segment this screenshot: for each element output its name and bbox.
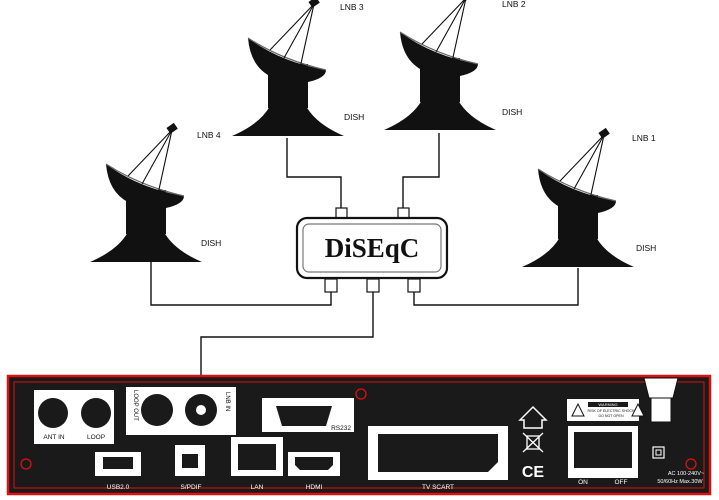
- dish-label: DISH: [636, 243, 656, 253]
- dish-lnb-2: LNB 2 DISH: [383, 0, 526, 131]
- power-rating-line-2: 50/60Hz Max.30W: [657, 479, 703, 485]
- lnb-label: LNB 3: [340, 2, 364, 12]
- tv-scart-port[interactable]: [378, 434, 498, 472]
- usb-port[interactable]: [103, 457, 133, 469]
- diseqc-switch: DiSEqC: [295, 207, 449, 293]
- warning-label: WARNING RISK OF ELECTRIC SHOCK DO NOT OP…: [567, 399, 645, 421]
- satellite-dish-icon: [383, 0, 497, 131]
- satellite-dish-icon: [521, 127, 635, 268]
- power-switch[interactable]: [574, 432, 632, 468]
- warning-triangle-icon: [571, 402, 585, 417]
- cable-lnb3-to-switch: [286, 138, 342, 210]
- power-switch-block: ON OFF: [568, 426, 638, 486]
- dish-lnb-1: LNB 1 DISH: [521, 127, 656, 268]
- cables: [150, 133, 579, 410]
- ant-in-connector[interactable]: [38, 398, 68, 428]
- screw-icon: [685, 458, 697, 470]
- lnb-label: LNB 1: [632, 133, 656, 143]
- lan-label: LAN: [251, 484, 264, 491]
- lnb-label: LNB 2: [502, 0, 526, 9]
- sat-block: LOOP OUT LNB IN: [126, 387, 236, 435]
- power-off-label: OFF: [615, 479, 628, 486]
- home-indoor-icon: [518, 405, 548, 429]
- warning-title: WARNING: [598, 402, 617, 407]
- receiver-back-panel: ANT IN LOOP LOOP OUT LNB IN RS232 USB2.0: [6, 374, 712, 496]
- warning-line-2: DO NOT OPEN: [598, 414, 623, 418]
- rs232-block: RS232: [262, 398, 354, 432]
- power-rating-line-1: AC 100-240V~: [668, 471, 704, 477]
- dish-lnb-4: LNB 4 DISH: [89, 122, 221, 263]
- spdif-block: S/PDIF: [175, 445, 205, 491]
- ant-in-label: ANT IN: [43, 434, 64, 441]
- screw-icon: [355, 388, 367, 400]
- rf-block: ANT IN LOOP: [34, 390, 114, 444]
- dish-label: DISH: [201, 238, 221, 248]
- hdmi-port[interactable]: [295, 457, 333, 470]
- spdif-label: S/PDIF: [181, 484, 202, 491]
- satellite-dish-icon: [89, 122, 203, 263]
- lnb-in-label: LNB IN: [224, 392, 230, 411]
- usb-block: USB2.0: [95, 452, 141, 491]
- warning-line-1: RISK OF ELECTRIC SHOCK: [588, 409, 636, 413]
- loop-connector[interactable]: [81, 398, 111, 428]
- loop-out-connector[interactable]: [141, 394, 173, 426]
- cable-switch-to-lnb-in: [200, 290, 374, 410]
- switch-body: [295, 216, 449, 280]
- loop-out-label: LOOP OUT: [132, 390, 138, 421]
- switch-port-bottom-center: [366, 278, 380, 293]
- cable-lnb2-to-switch: [402, 133, 440, 210]
- satellite-dish-icon: [231, 0, 345, 137]
- rs232-label: RS232: [331, 425, 351, 432]
- loop-label: LOOP: [87, 434, 105, 441]
- scart-block: TV SCART: [368, 426, 508, 491]
- hdmi-label: HDMI: [306, 484, 323, 491]
- spdif-port[interactable]: [182, 454, 198, 468]
- cable-lnb1-to-switch: [413, 268, 579, 306]
- screw-icon: [20, 458, 32, 470]
- rs232-port[interactable]: [276, 406, 332, 426]
- dish-lnb-3: LNB 3 DISH: [231, 0, 364, 137]
- dish-label: DISH: [344, 112, 364, 122]
- power-on-label: ON: [578, 479, 588, 486]
- switch-label: DiSEqC: [325, 233, 420, 263]
- ce-mark: CE: [522, 464, 545, 481]
- power-cord: [643, 377, 679, 423]
- double-insulation-icon: [652, 446, 665, 459]
- lan-port[interactable]: [238, 444, 276, 470]
- lnb-label: LNB 4: [197, 130, 221, 140]
- weee-bin-icon: [522, 432, 544, 453]
- tv-scart-label: TV SCART: [422, 484, 454, 491]
- compliance-symbols: CE: [518, 405, 548, 481]
- switch-port-bottom-left: [324, 278, 338, 293]
- usb-label: USB2.0: [107, 484, 130, 491]
- dish-label: DISH: [502, 107, 522, 117]
- lan-block: LAN: [231, 437, 283, 491]
- switch-port-bottom-right: [407, 278, 421, 293]
- cable-lnb4-to-switch: [150, 262, 332, 306]
- hdmi-block: HDMI: [288, 452, 340, 491]
